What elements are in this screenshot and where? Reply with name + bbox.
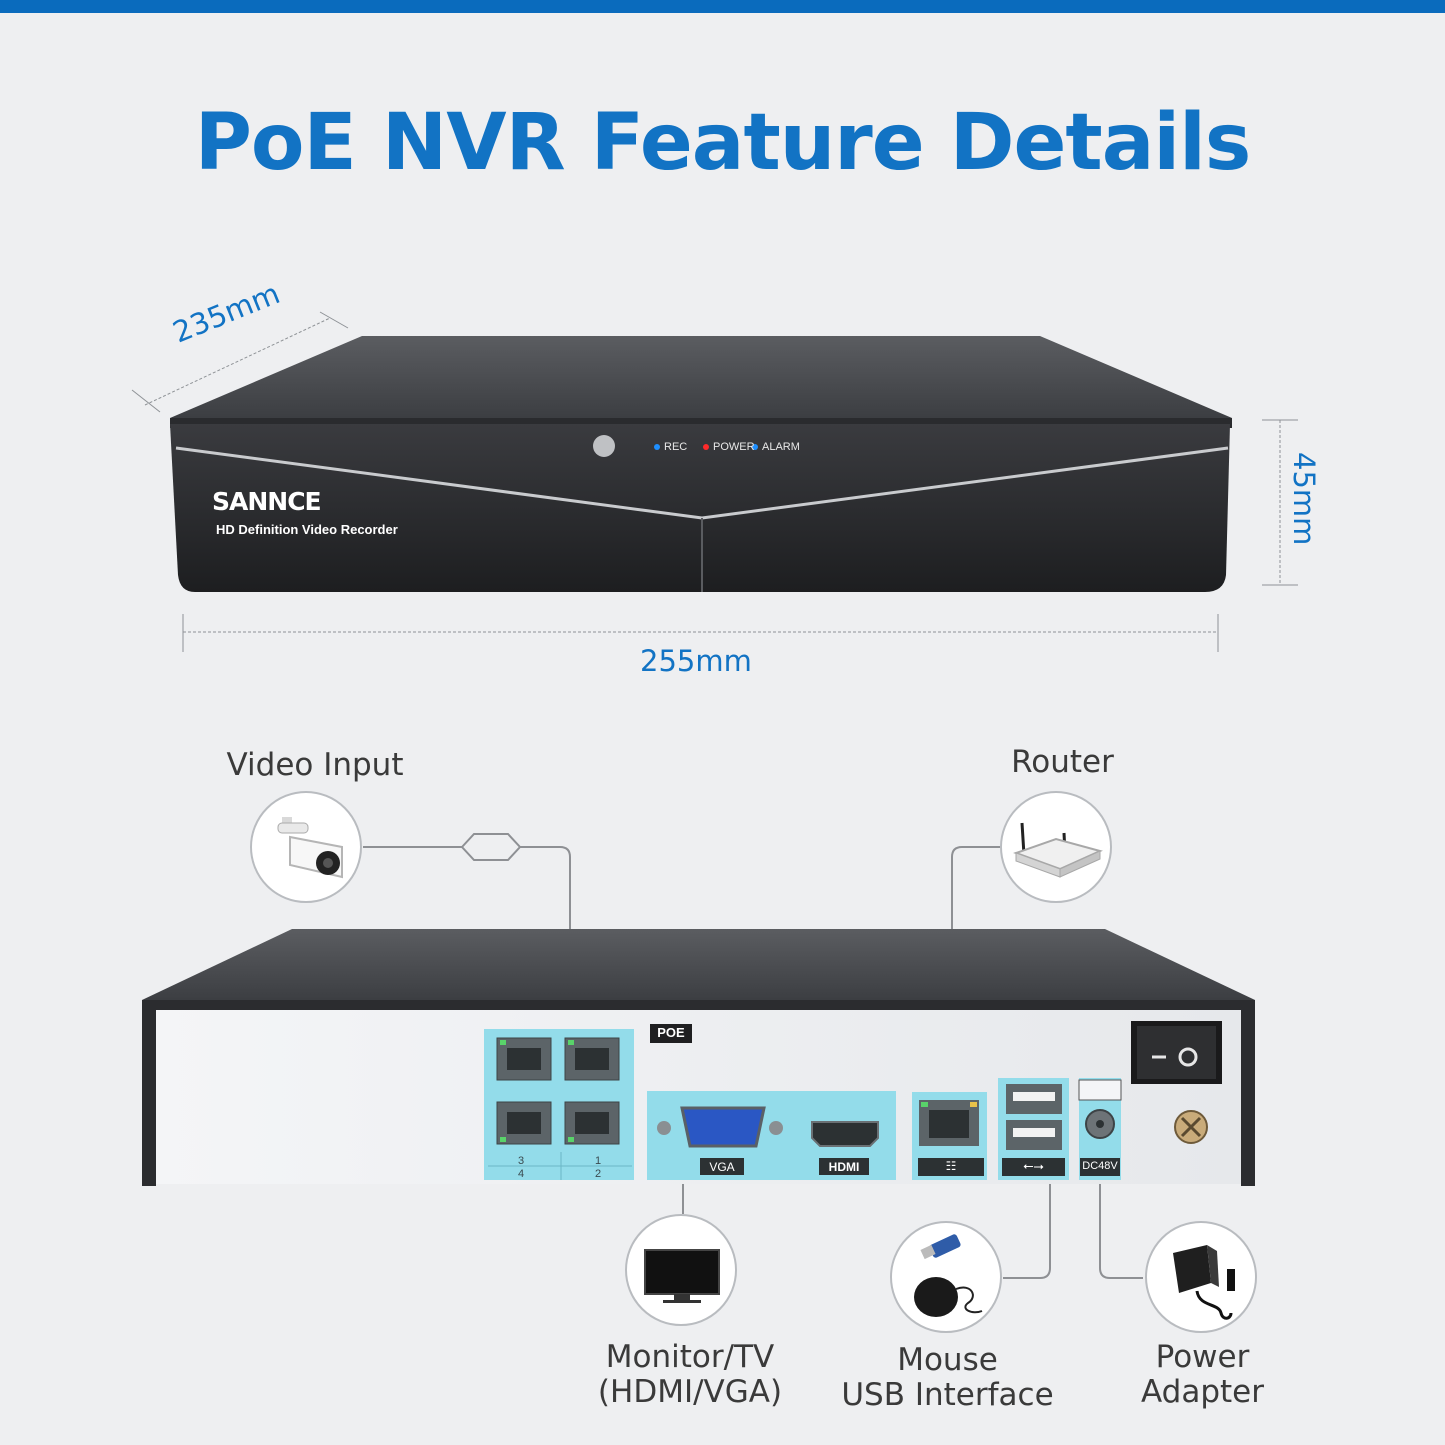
lan-icon: ☷ [945, 1159, 957, 1173]
vga-label: VGA [709, 1160, 735, 1174]
monitor-label-line2: (HDMI/VGA) [597, 1374, 783, 1410]
width-label: 255mm [640, 644, 752, 678]
power-label-line2: Adapter [1141, 1374, 1264, 1410]
mouse-circle [890, 1221, 1002, 1333]
port-number-1: 1 [595, 1155, 602, 1167]
router-icon [1013, 822, 1103, 878]
dc-label: DC48V [1082, 1160, 1118, 1172]
port-number-2: 2 [595, 1168, 602, 1180]
mouse-label-line1: Mouse [897, 1342, 998, 1378]
page-title: PoE NVR Feature Details [194, 98, 1252, 188]
top-bar [0, 0, 1445, 13]
monitor-label: Monitor/TV (HDMI/VGA) [560, 1340, 820, 1410]
poe-label: POE [657, 1025, 685, 1040]
power-adapter-label: Power Adapter [1100, 1340, 1305, 1410]
dimension-lines [131, 311, 1298, 652]
router-label: Router [1011, 744, 1114, 780]
hdmi-label: HDMI [828, 1160, 860, 1174]
indicator-alarm: ALARM [762, 441, 800, 453]
mouse-label-line2: USB Interface [841, 1377, 1054, 1413]
mouse-icon [914, 1234, 983, 1317]
usb-icon: ⭠⭢ [1023, 1158, 1044, 1173]
indicator-power: POWER [713, 441, 755, 453]
front-subtitle: HD Definition Video Recorder [216, 522, 398, 537]
monitor-circle [625, 1214, 737, 1326]
monitor-icon [644, 1249, 720, 1303]
power-adapter-icon [1173, 1245, 1235, 1320]
router-circle [1000, 791, 1112, 903]
monitor-label-line1: Monitor/TV [605, 1339, 775, 1375]
mouse-label: Mouse USB Interface [820, 1343, 1075, 1413]
camera-circle [250, 791, 362, 903]
camera-icon [277, 817, 343, 879]
brand-logo: SANNCE [212, 487, 322, 516]
power-label-line1: Power [1155, 1339, 1250, 1375]
video-input-label: Video Input [226, 747, 404, 783]
port-number-4: 4 [518, 1168, 525, 1180]
power-adapter-circle [1145, 1221, 1257, 1333]
port-number-3: 3 [518, 1155, 525, 1167]
indicator-rec: REC [664, 441, 688, 453]
